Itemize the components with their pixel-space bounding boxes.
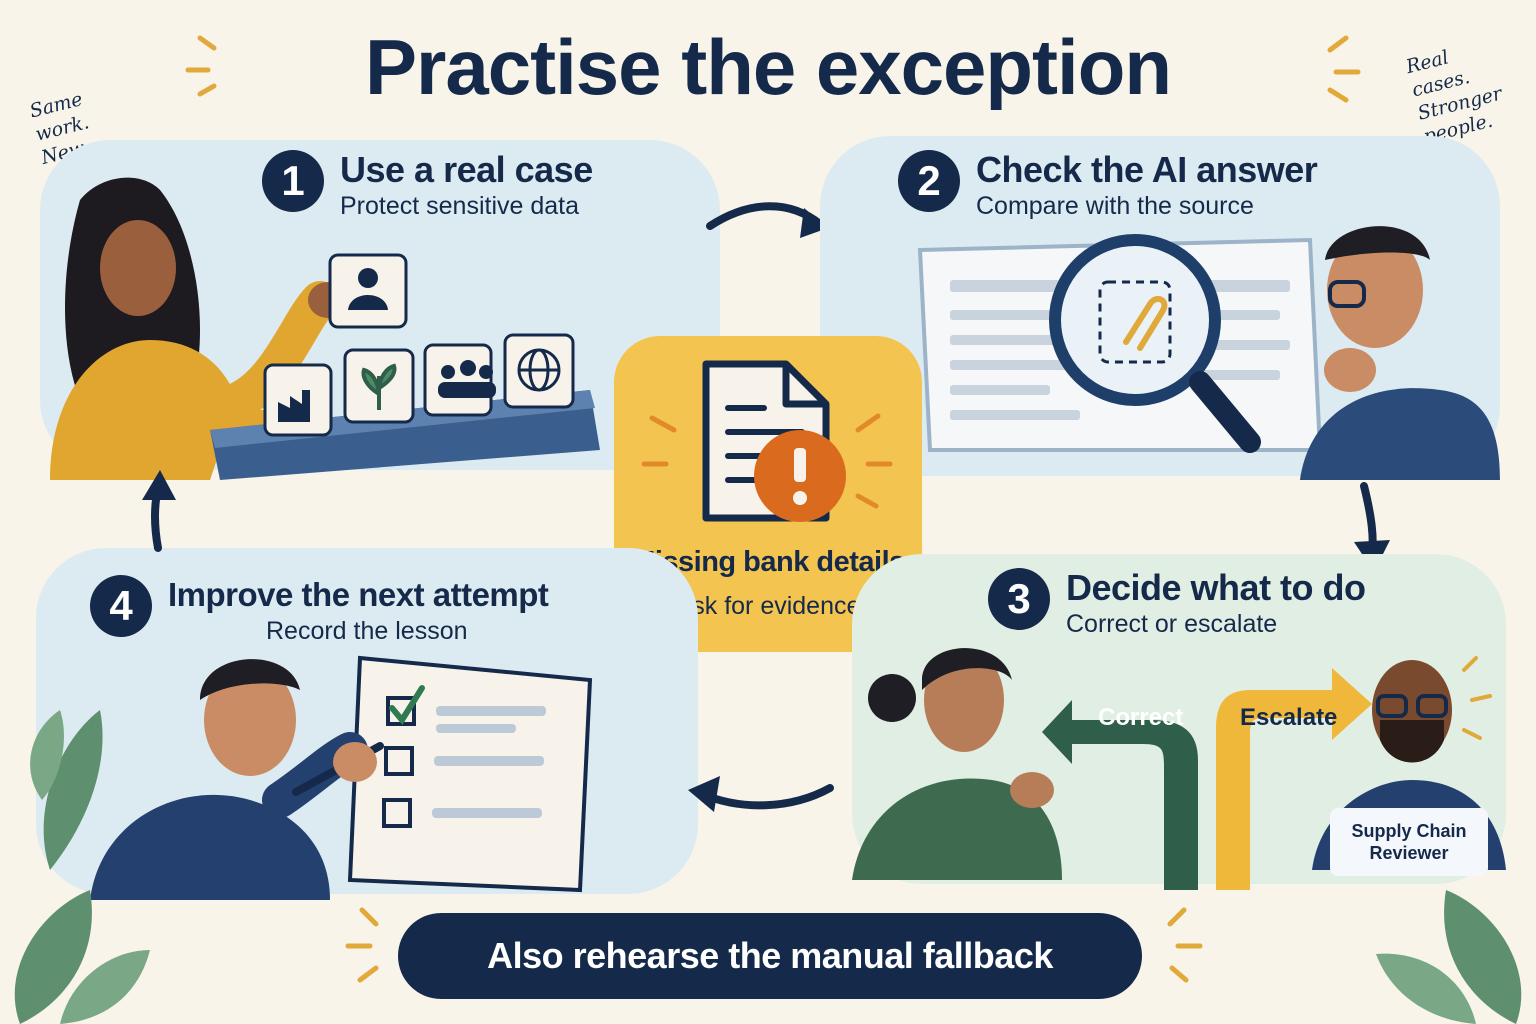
step-1-badge: 1 [262,150,324,212]
step-1-header: 1 Use a real case Protect sensitive data [262,150,593,222]
flow-arrow-right [706,202,828,238]
checkbox-icon [382,685,425,828]
sparkle-icon [185,35,217,97]
step-3-header: 3 Decide what to do Correct or escalate [988,568,1366,640]
magnifier-icon [1049,234,1261,453]
step-4-title: Improve the next attempt [168,576,549,613]
manual-fallback-banner: Also rehearse the manual fallback [398,913,1142,999]
step-3-badge: 3 [988,568,1050,630]
step-3-title: Decide what to do [1066,567,1366,608]
correct-label: Correct [1098,704,1184,731]
step-2-badge: 2 [898,150,960,212]
step-4-header: 4 Improve the next attempt Record the le… [90,575,549,647]
sparkle-icon [1327,35,1361,103]
step-1-title: Use a real case [340,149,593,190]
flow-arrow-up [142,470,176,552]
escalate-label: Escalate [1240,704,1338,731]
step-2-illustration [917,226,1500,480]
step-1-subtitle: Protect sensitive data [340,192,580,220]
step-4-subtitle: Record the lesson [266,617,468,645]
step-2-title: Check the AI answer [976,149,1318,190]
leaf-icon [1376,890,1522,1024]
step-1-illustration [50,177,600,480]
step-4-badge: 4 [90,575,152,637]
leaf-icon [30,710,103,870]
sparkle-icon [1167,907,1203,983]
page-title: Practise the exception [365,23,1172,111]
step-3-subtitle: Correct or escalate [1066,610,1278,638]
step-2-subtitle: Compare with the source [976,192,1254,220]
card-person [328,253,408,329]
correct-arrow-icon [1042,700,1198,890]
reviewer-label: Supply Chain Reviewer [1330,808,1488,876]
leaf-icon [14,890,150,1024]
sparkle-icon [345,907,379,983]
escalate-arrow-icon [1216,668,1372,890]
step-4-illustration [30,655,593,900]
exception-subtitle: Ask for evidence [675,592,861,620]
flow-arrow-left [688,776,834,812]
step-2-header: 2 Check the AI answer Compare with the s… [898,149,1318,222]
document-warning-icon [641,360,893,522]
